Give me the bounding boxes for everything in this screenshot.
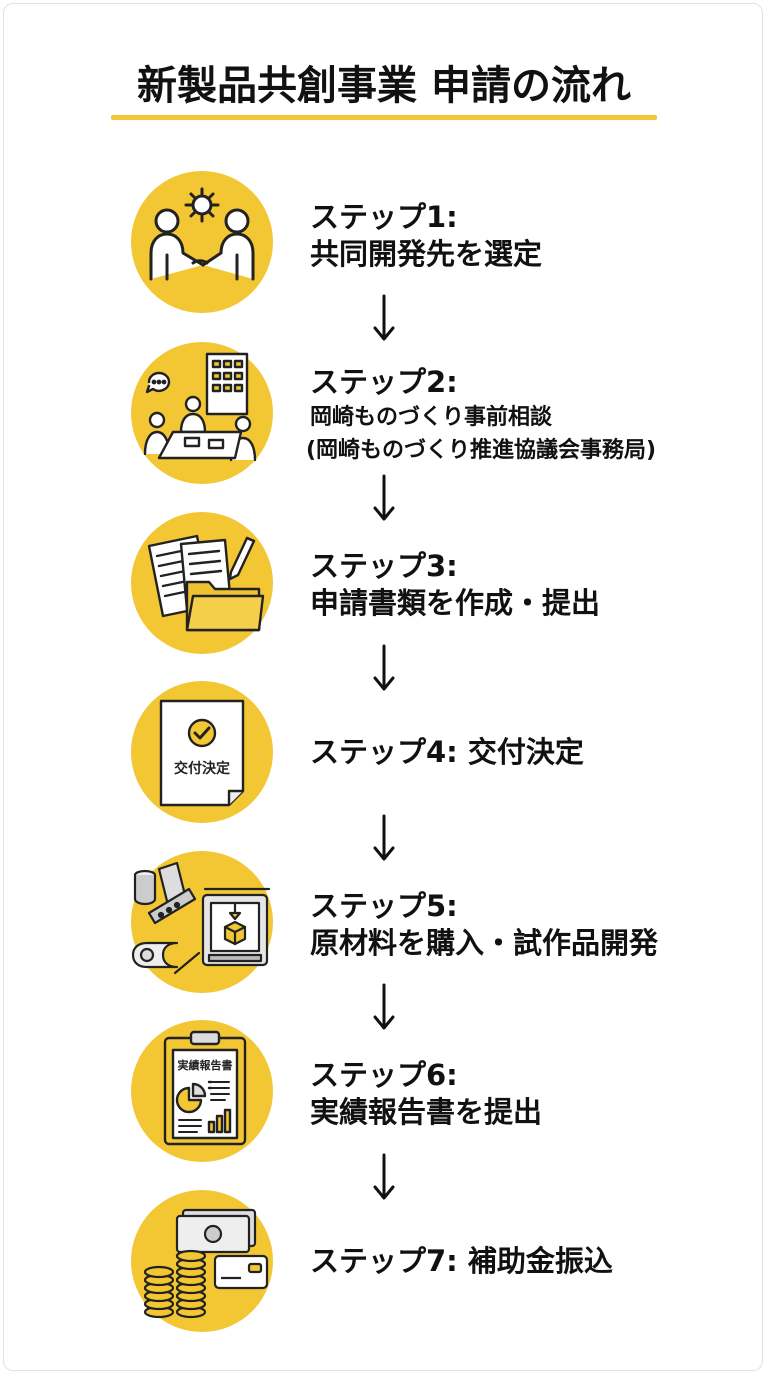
step-4-label: ステップ4: 交付決定: [310, 735, 584, 769]
step-7-icon-circle: [131, 1190, 273, 1332]
step-1: ステップ1: 共同開発先を選定: [0, 171, 768, 321]
step-2: ステップ2: 岡崎ものづくり事前相談 (岡崎ものづくり推進協議会事務局): [0, 342, 768, 492]
step-3: ステップ3: 申請書類を作成・提出: [0, 512, 768, 662]
step-1-label: ステップ1:: [310, 200, 458, 234]
doc-label: 実績報告書: [178, 1058, 233, 1072]
step-7-label: ステップ7: 補助金振込: [310, 1244, 613, 1278]
step-2-note: (岡崎ものづくり推進協議会事務局): [306, 438, 657, 463]
title-underline: [111, 115, 657, 120]
step-2-description: 岡崎ものづくり事前相談: [310, 405, 553, 430]
step-5-icon-circle: [131, 851, 273, 993]
step-1-icon-circle: [131, 171, 273, 313]
step-5-description: 原材料を購入・試作品開発: [310, 926, 659, 960]
step-1-description: 共同開発先を選定: [310, 237, 543, 271]
arrow-down-icon: [372, 814, 396, 864]
step-1-text: ステップ1: 共同開発先を選定: [310, 199, 542, 273]
step-4-icon-circle: 交付決定: [131, 681, 273, 823]
documents-folder-pen-icon: [147, 534, 265, 632]
arrow-down-icon: [372, 644, 396, 694]
doc-label: 交付決定: [174, 760, 230, 777]
step-6-text: ステップ6: 実績報告書を提出: [310, 1057, 542, 1131]
step-3-text: ステップ3: 申請書類を作成・提出: [310, 548, 600, 622]
arrow-down-icon: [372, 474, 396, 524]
step-6-label: ステップ6:: [310, 1058, 458, 1092]
approval-document-icon: 交付決定: [159, 699, 245, 807]
page-title: 新製品共創事業 申請の流れ: [137, 63, 631, 109]
step-5-text: ステップ5: 原材料を購入・試作品開発: [310, 888, 658, 962]
consultation-meeting-icon: [143, 352, 257, 462]
step-3-label: ステップ3:: [310, 549, 458, 583]
arrow-down-icon: [372, 294, 396, 344]
handshake-gear-icon: [149, 187, 255, 281]
report-clipboard-icon: 実績報告書: [163, 1030, 247, 1146]
step-6-description: 実績報告書を提出: [310, 1095, 543, 1129]
step-3-icon-circle: [131, 512, 273, 654]
step-5: ステップ5: 原材料を購入・試作品開発: [0, 851, 768, 1001]
step-2-icon-circle: [131, 342, 273, 484]
step-4: 交付決定 ステップ4: 交付決定: [0, 681, 768, 831]
step-2-label: ステップ2:: [310, 365, 458, 399]
money-coins-card-icon: [143, 1208, 269, 1319]
step-6: 実績報告書 ステップ6: 実績報告書を提出: [0, 1020, 768, 1170]
arrow-down-icon: [372, 1153, 396, 1203]
step-6-icon-circle: 実績報告書: [131, 1020, 273, 1162]
step-7: ステップ7: 補助金振込: [0, 1190, 768, 1340]
step-4-text: ステップ4: 交付決定: [310, 734, 584, 771]
step-2-text: ステップ2: 岡崎ものづくり事前相談 (岡崎ものづくり推進協議会事務局): [306, 364, 656, 467]
3d-printer-materials-icon: [131, 861, 271, 975]
step-3-description: 申請書類を作成・提出: [310, 586, 601, 620]
step-5-label: ステップ5:: [310, 889, 458, 923]
arrow-down-icon: [372, 983, 396, 1033]
step-7-text: ステップ7: 補助金振込: [310, 1243, 613, 1280]
